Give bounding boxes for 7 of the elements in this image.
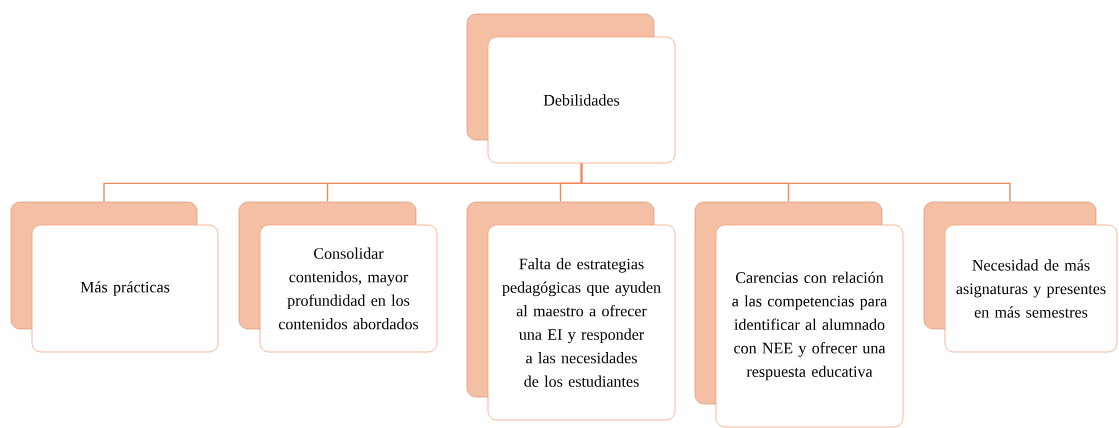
text-box: Debilidades bbox=[487, 36, 676, 164]
text-box: Falta de estrategias pedagógicas que ayuden al maestro a ofrecer una EI y responder a las necesidades de los estudiantes bbox=[487, 224, 676, 421]
text-box: Carencias con relación a las competencias para identificar al alumnado con NEE y ofrecer una respuesta educativa bbox=[715, 224, 904, 428]
text-box: Consolidar contenidos, mayor profundidad en los contenidos abordados bbox=[259, 224, 438, 353]
text-box: Más prácticas bbox=[31, 224, 219, 353]
connector-line bbox=[580, 162, 1011, 203]
text-box: Necesidad de más asignaturas y presentes en más semestres bbox=[944, 224, 1118, 353]
